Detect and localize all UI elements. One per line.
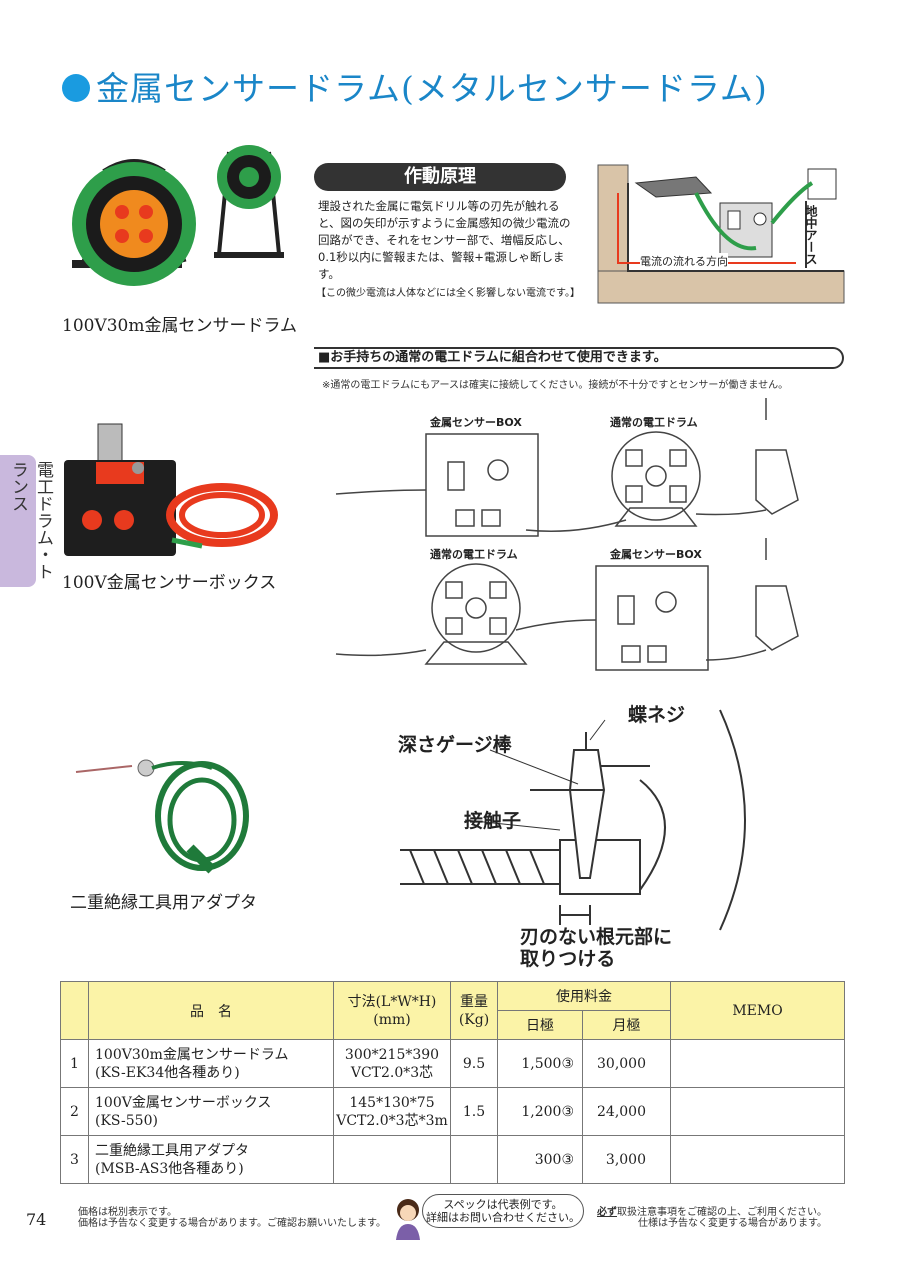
footer-right-notes: 必ず取扱注意事項をご確認の上、ご利用ください。仕様は予告なく変更する場合がありま… bbox=[597, 1207, 827, 1229]
product-caption-drum: 100V30m金属センサードラム bbox=[62, 316, 297, 336]
header-monthly: 月極 bbox=[582, 1010, 671, 1040]
side-tab-label: 電工ドラム・トランス bbox=[8, 461, 53, 580]
principle-heading: 作動原理 bbox=[314, 163, 566, 191]
ground-label: 地中アース bbox=[804, 205, 818, 265]
header-dims: 寸法(L*W*H)(mm) bbox=[333, 981, 451, 1040]
combo-info-bar: ■お手持ちの通常の電工ドラムに組合わせて使用できます。 bbox=[314, 347, 844, 369]
table-row: 3 二重絶縁工具用アダプタ(MSB-AS3他各種あり) 300③ 3,000 bbox=[60, 1135, 845, 1184]
label-normal-drum-1: 通常の電工ドラム bbox=[610, 416, 698, 429]
label-wing-screw: 蝶ネジ bbox=[628, 704, 686, 726]
adapter-mount-diagram bbox=[400, 709, 746, 931]
drum-photo bbox=[72, 145, 284, 286]
label-sensor-box-2: 金属センサーBOX bbox=[610, 548, 702, 561]
current-direction-label: 電流の流れる方向 bbox=[640, 253, 728, 269]
spec-speech-bubble: スペックは代表例です。詳細はお問い合わせください。 bbox=[422, 1194, 584, 1228]
principle-text: 埋設された金属に電気ドリル等の刃先が触れると、図の矢印が示すように金属感知の微少… bbox=[318, 199, 571, 281]
label-mount-line1: 刃のない根元部に bbox=[520, 926, 673, 948]
principle-note: 【この微少電流は人体などには全く影響しない電流です。】 bbox=[316, 288, 580, 299]
principle-diagram bbox=[597, 164, 845, 304]
label-contact: 接触子 bbox=[464, 810, 522, 832]
page-number: 74 bbox=[26, 1210, 47, 1229]
label-mount-line2: 取りつける bbox=[520, 948, 616, 970]
combo-note: ※通常の電工ドラムにもアースは確実に接続してください。接続が不十分ですとセンサー… bbox=[322, 380, 789, 391]
label-depth-gauge: 深さゲージ棒 bbox=[398, 734, 512, 756]
adapter-photo bbox=[75, 759, 249, 874]
header-name: 品 名 bbox=[88, 981, 334, 1040]
label-normal-drum-2: 通常の電工ドラム bbox=[430, 548, 518, 561]
label-sensor-box-1: 金属センサーBOX bbox=[430, 416, 522, 429]
header-daily: 日極 bbox=[497, 1010, 583, 1040]
header-fee: 使用料金 bbox=[497, 981, 671, 1011]
header-weight: 重量(Kg) bbox=[450, 981, 498, 1040]
staff-avatar-icon bbox=[396, 1199, 420, 1240]
product-caption-box: 100V金属センサーボックス bbox=[62, 573, 277, 593]
spec-table: 品 名 寸法(L*W*H)(mm) 重量(Kg) 使用料金 MEMO 日極 月極… bbox=[60, 981, 845, 1184]
side-category-tab[interactable]: 電工ドラム・トランス bbox=[0, 455, 53, 587]
sensor-box-photo bbox=[64, 423, 278, 556]
header-memo: MEMO bbox=[670, 981, 845, 1040]
combo-diagram bbox=[335, 398, 799, 671]
product-caption-adapter: 二重絶縁工具用アダプタ bbox=[70, 893, 257, 913]
footer-left-notes: 価格は税別表示です。価格は予告なく変更する場合があります。ご確認お願いいたします… bbox=[78, 1207, 386, 1229]
page-title: 金属センサードラム(メタルセンサードラム) bbox=[62, 62, 768, 110]
header-no bbox=[60, 981, 89, 1040]
bullet-icon bbox=[62, 74, 90, 102]
table-row: 1 100V30m金属センサードラム(KS-EK34他各種あり) 300*215… bbox=[60, 1039, 845, 1088]
